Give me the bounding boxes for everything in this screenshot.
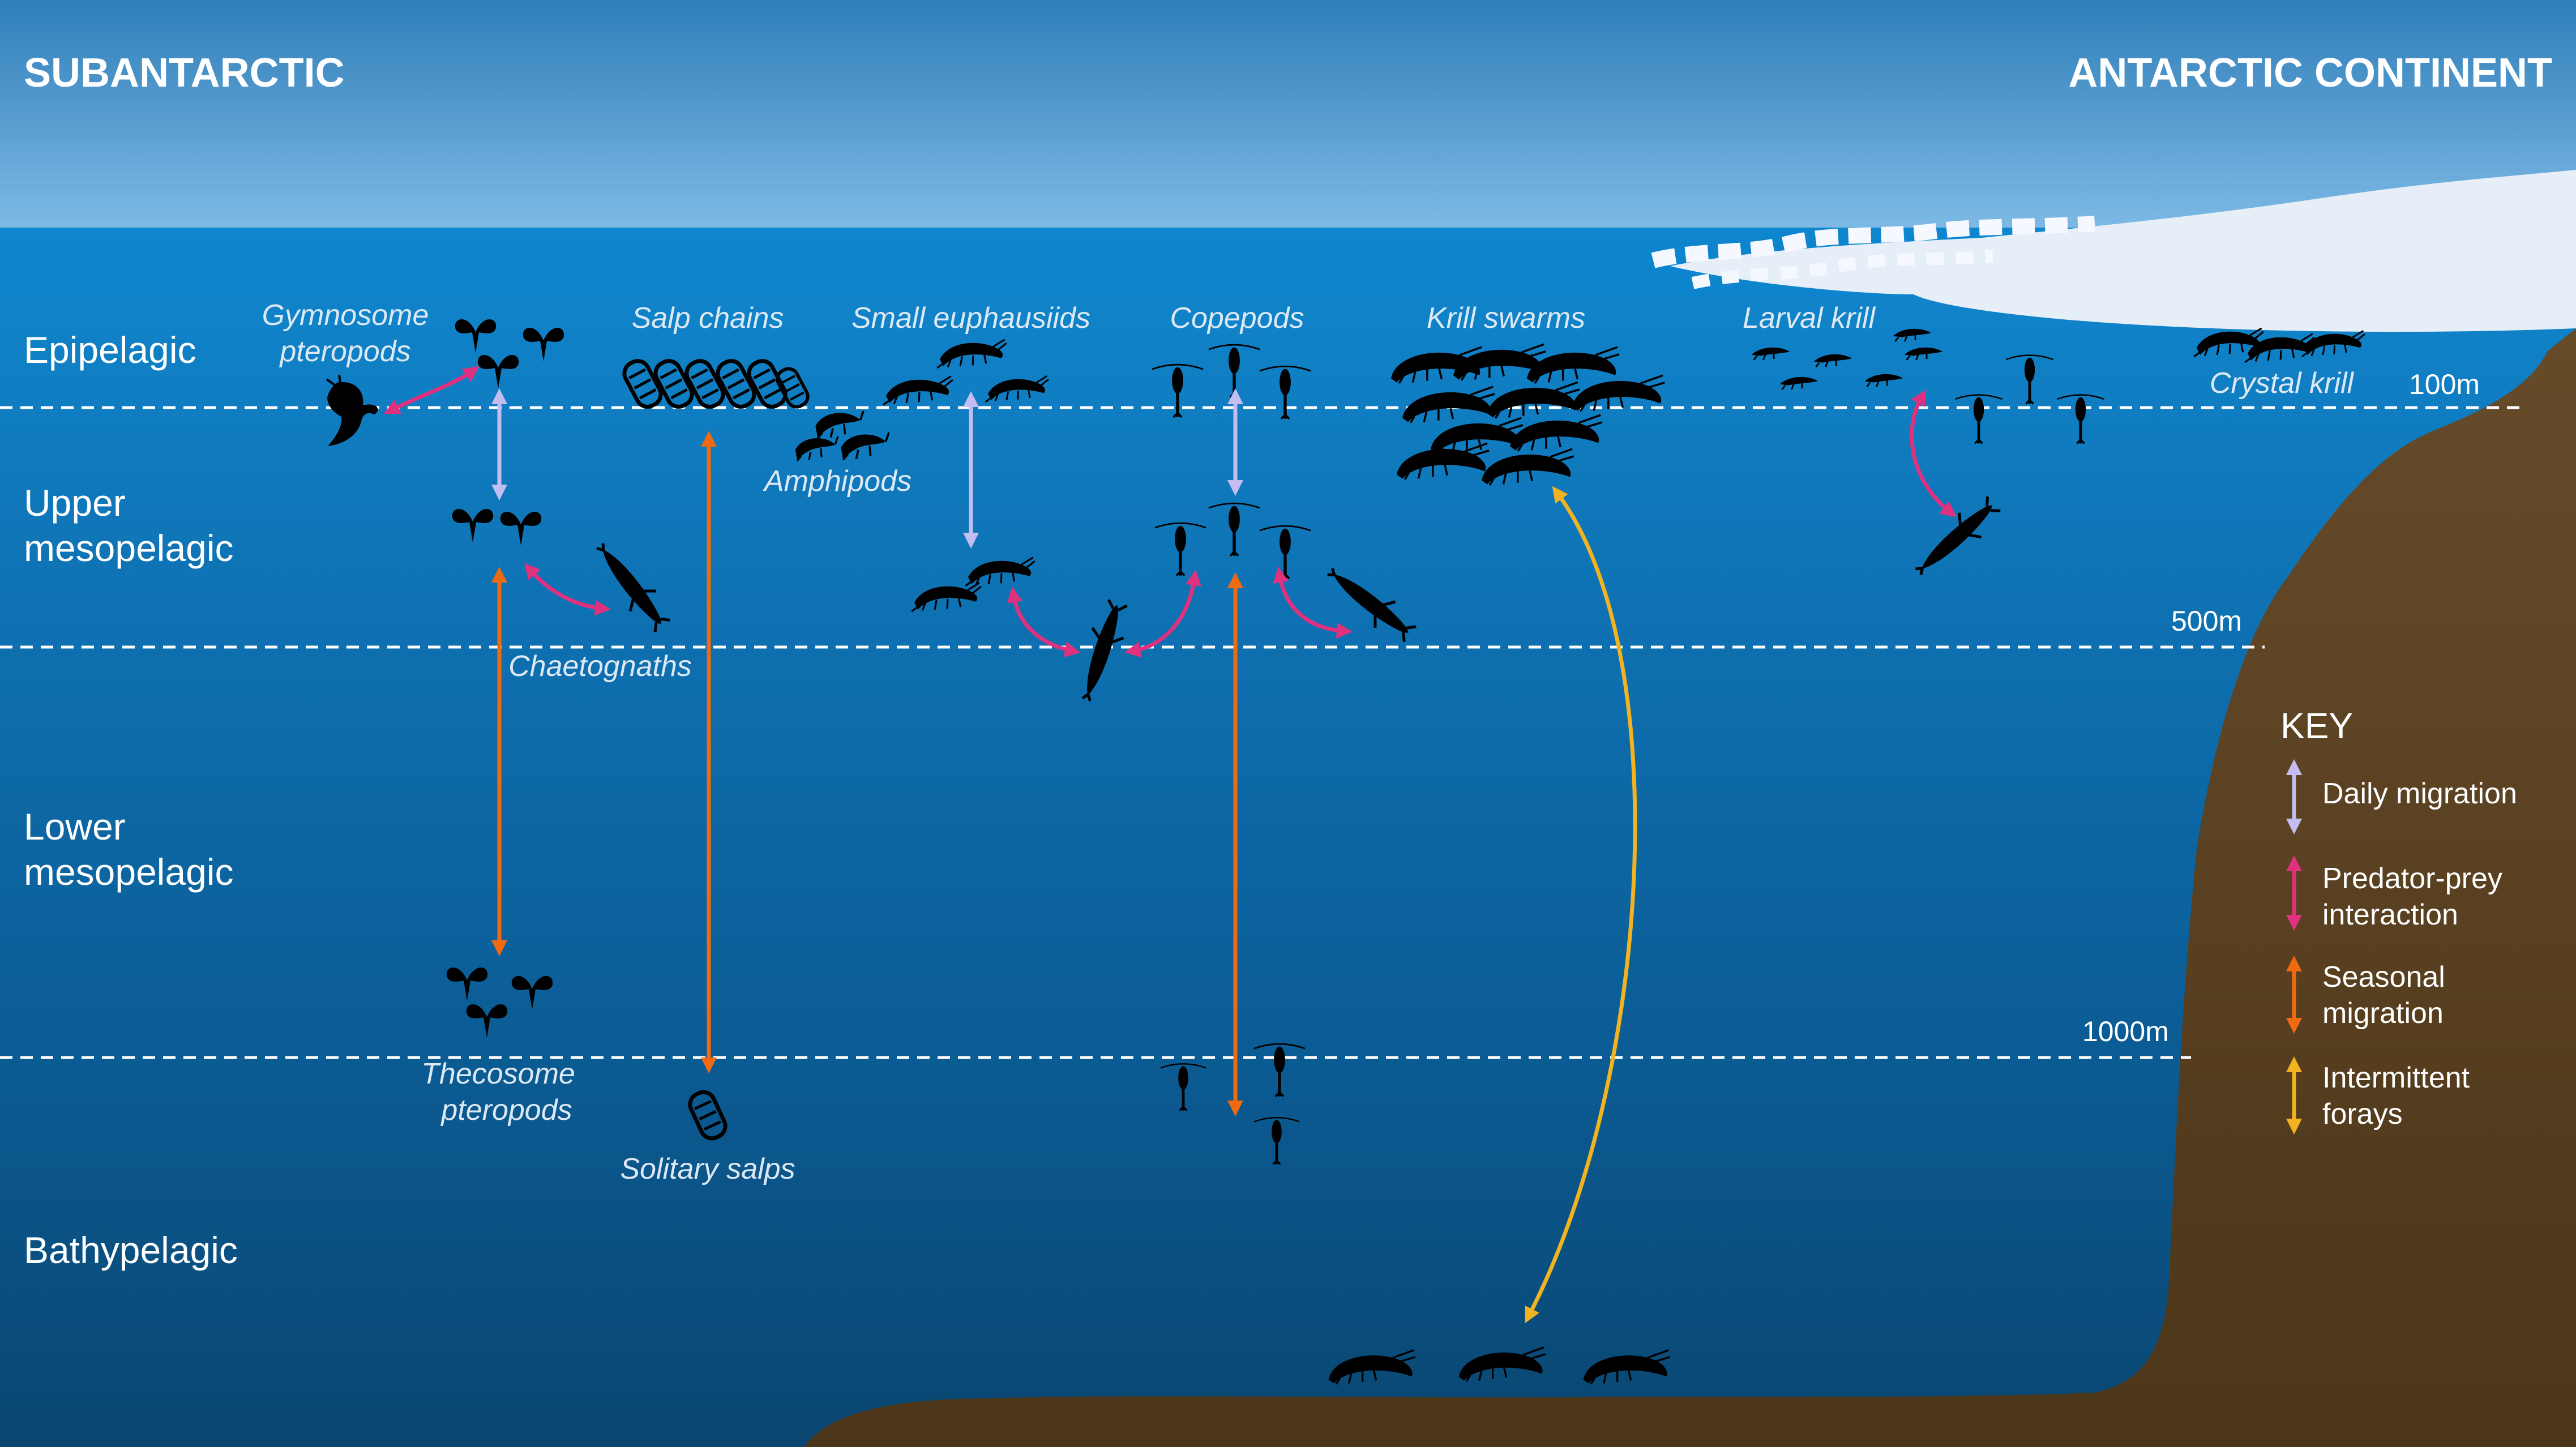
zone-lower-mesopelagic-line2: mesopelagic <box>24 851 234 893</box>
region-antarctic-continent: ANTARCTIC CONTINENT <box>2068 50 2552 96</box>
depth-label-100m: 100m <box>2409 369 2480 400</box>
label-amphipods: Amphipods <box>764 465 912 498</box>
key-seasonal-label-line2: migration <box>2322 997 2444 1030</box>
key-predator-label-line1: Predator-prey <box>2322 862 2502 895</box>
label-gymnosome-line2: pteropods <box>280 335 411 368</box>
intermittent-forays-arrow-krill <box>1525 486 1637 1324</box>
predator-prey-arrow-chaetognath <box>524 563 611 616</box>
label-salp-chains: Salp chains <box>631 302 784 335</box>
label-chaetognaths: Chaetognaths <box>508 650 692 683</box>
key-forays-label-line2: forays <box>2322 1098 2403 1131</box>
zone-epipelagic: Epipelagic <box>24 329 196 371</box>
zone-lower-mesopelagic-line1: Lower <box>24 806 126 847</box>
label-gymnosome-line1: Gymnosome <box>262 299 429 332</box>
label-krill-swarms: Krill swarms <box>1426 302 1586 335</box>
key-title: KEY <box>2280 705 2354 746</box>
predator-prey-arrow-copepod-left <box>1124 570 1201 658</box>
key-daily-label: Daily migration <box>2322 777 2517 810</box>
depth-label-500m: 500m <box>2171 605 2243 637</box>
label-thecosome-line1: Thecosome <box>421 1058 575 1090</box>
label-larval-krill: Larval krill <box>1742 302 1876 335</box>
sea-ice <box>1651 170 2576 332</box>
label-small-euphausiids: Small euphausiids <box>851 302 1091 335</box>
label-solitary-salps: Solitary salps <box>620 1153 795 1185</box>
zone-upper-mesopelagic-line1: Upper <box>24 482 126 524</box>
label-thecosome-line2: pteropods <box>441 1094 572 1127</box>
predator-prey-arrow-larval-krill <box>1910 389 1957 517</box>
key-predator-label-line2: interaction <box>2322 898 2458 931</box>
label-crystal-krill: Crystal krill <box>2209 367 2354 400</box>
key-seasonal-label-line1: Seasonal <box>2322 961 2445 994</box>
zone-upper-mesopelagic-line2: mesopelagic <box>24 527 234 569</box>
ocean-water <box>0 228 2576 1447</box>
sky-band <box>0 0 2576 228</box>
label-copepods: Copepods <box>1170 302 1304 335</box>
seafloor <box>804 328 2576 1447</box>
predator-prey-arrow-copepod-right <box>1273 567 1353 639</box>
key-forays-label-line1: Intermittent <box>2322 1061 2470 1094</box>
region-subantarctic: SUBANTARCTIC <box>24 50 345 96</box>
zone-bathypelagic: Bathypelagic <box>24 1229 238 1271</box>
predator-prey-arrow-gymnosome <box>383 366 480 414</box>
depth-label-1000m: 1000m <box>2082 1016 2169 1047</box>
predator-prey-arrow-euphausiid <box>1007 586 1081 657</box>
